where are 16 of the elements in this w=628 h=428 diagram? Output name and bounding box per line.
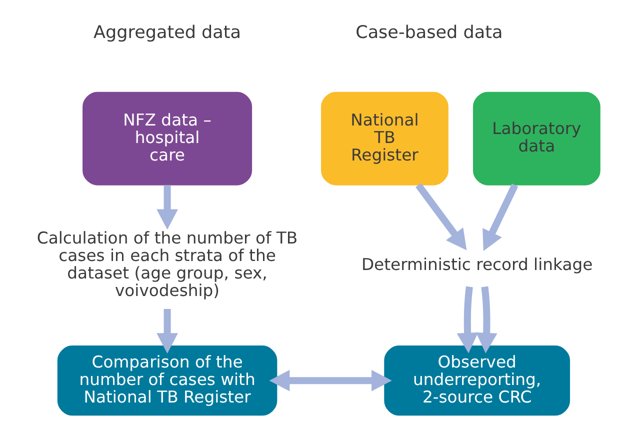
node-text: Calculation of the number of TB cases in each strata of the dataset (age group, sex, voivodeship)	[36, 228, 298, 300]
node-box: National TB Register	[321, 92, 448, 186]
node-box: NFZ data – hospital care	[82, 92, 252, 186]
arrow	[482, 184, 518, 251]
node-text: Deterministic record linkage	[361, 254, 593, 274]
arrow	[416, 182, 467, 250]
arrow	[456, 286, 478, 354]
node-box: Comparison of the number of cases with National TB Register	[57, 346, 278, 416]
label: Case-based data	[356, 23, 503, 44]
node-box: Observed underreporting, 2-source CRC	[384, 346, 570, 416]
arrow	[156, 185, 178, 230]
label: Aggregated data	[94, 23, 242, 44]
node-box: Laboratory data	[472, 92, 600, 186]
arrow	[156, 308, 178, 354]
arrow	[269, 370, 392, 392]
arrow	[476, 286, 498, 354]
